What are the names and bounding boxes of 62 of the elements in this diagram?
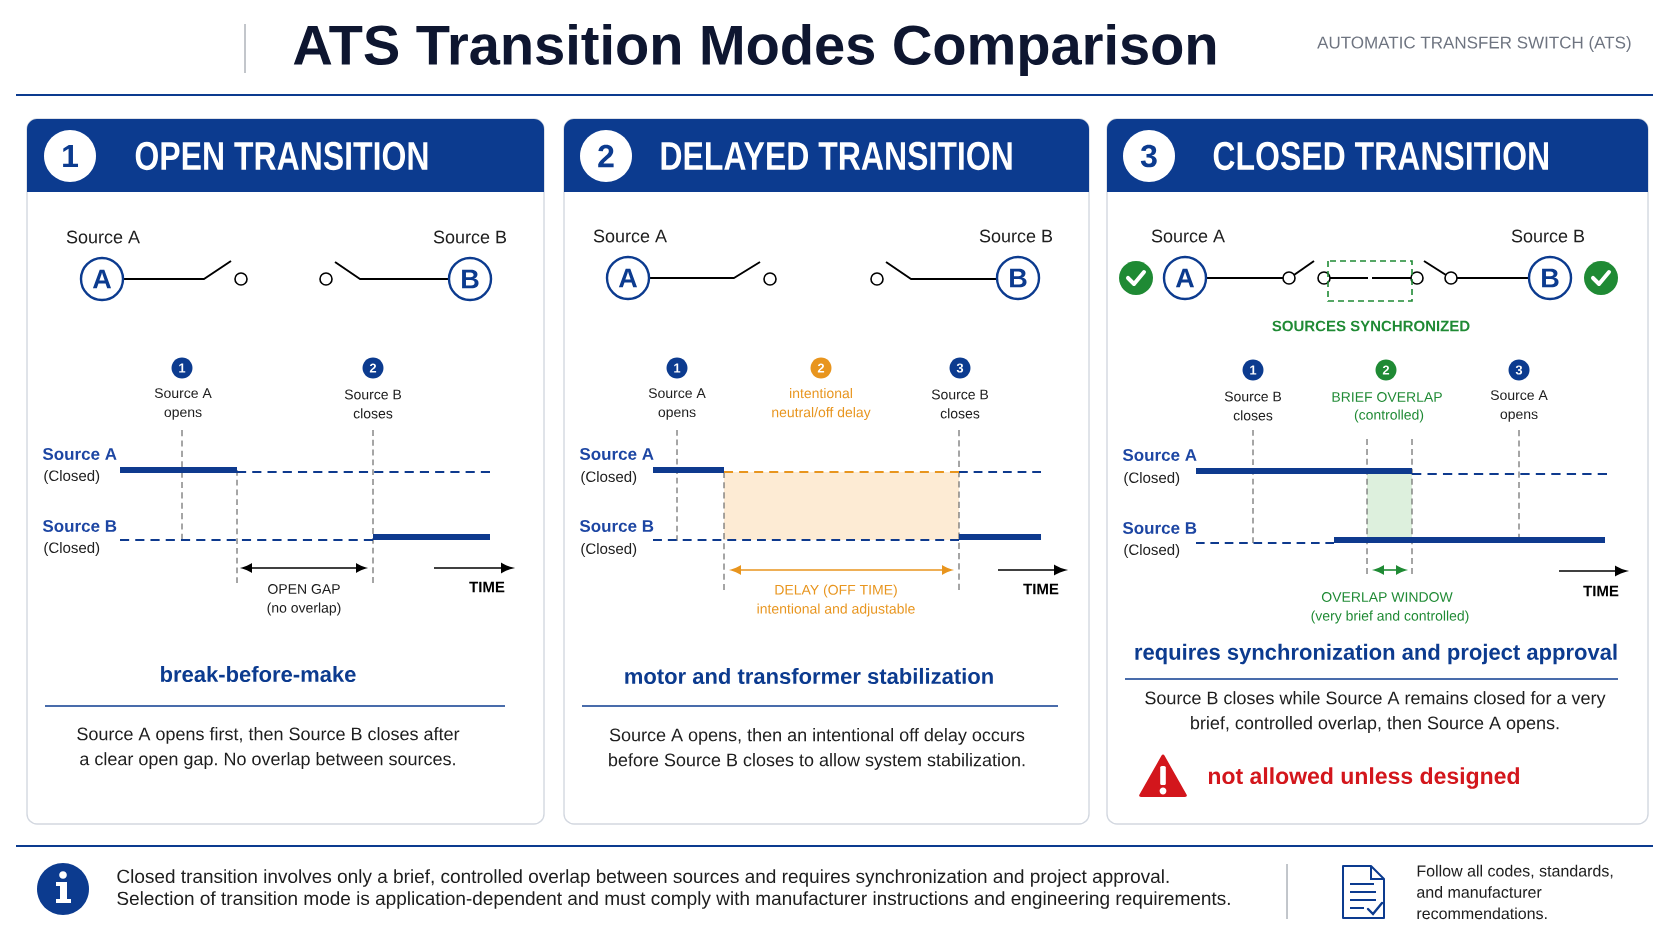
step-badge: 2 [1375,359,1397,381]
subtitle: AUTOMATIC TRANSFER SWITCH (ATS) [1317,36,1631,52]
axis-label: TIME [1583,585,1619,597]
title: ATS Transition Modes Comparison [293,23,1216,77]
dimension-label: OVERLAP WINDOW [1321,592,1453,602]
signal-label: Source A [1122,449,1197,461]
step-badge: 1 [171,357,193,379]
step-badge: 1 [666,357,688,379]
step-caption: Source A opens [648,388,706,420]
step-badge: 2 [810,357,832,379]
step-caption: Source A opens [1490,390,1548,422]
summary-heading: motor and transformer stabilization [625,667,993,685]
summary-heading: requires synchronization and project approval [1135,643,1617,665]
step-caption: intentional neutral/off delay [772,387,871,421]
signal-label: Source A [579,448,654,460]
summary-heading: break-before-make [161,665,356,683]
dimension-label: DELAY (OFF TIME) [775,584,897,598]
state-label: (Closed) [581,543,637,557]
step-badge: 1 [1242,359,1264,381]
step-caption: BRIEF OVERLAP [1332,392,1442,402]
shaded-band [1367,474,1412,540]
note-text: Follow all codes, standards, and manufacturer recommendations. [1417,864,1613,920]
source-label: Source B [979,229,1053,243]
state-label: (Closed) [44,542,100,556]
number-badge: 3 [1123,130,1175,182]
dimension-label: intentional and adjustable [757,603,915,617]
note-text: Selection of transition mode is application-dependent and must comply with manufacturer instructions and engineering requirements. [117,891,1230,909]
warning-text: not allowed unless designed [1208,767,1519,789]
source-label: Source A [66,230,140,244]
signal-label: Source B [1122,522,1197,534]
step-badge: 2 [362,357,384,379]
signal-label: Source A [42,448,117,460]
axis-label: TIME [1023,583,1059,595]
step-badge: 3 [1508,359,1530,381]
source-label: Source A [593,229,667,243]
status-label: SOURCES SYNCHRONIZED [1272,320,1470,332]
state-label: (Closed) [581,471,637,485]
signal-label: Source B [42,520,117,532]
dimension-label: OPEN GAP [268,584,340,594]
source-label: Source B [1511,229,1585,243]
number-badge: 1 [44,130,96,182]
step-caption: Source B closes [931,389,989,419]
state-label: (Closed) [1124,544,1180,558]
note-text: Closed transition involves only a brief, controlled overlap between sources and requires synchronization and project approval. [117,869,1169,887]
shaded-band [724,472,959,540]
number-badge: 2 [580,130,632,182]
source-label: Source A [1151,229,1225,243]
signal-label: Source B [579,520,654,532]
state-label: (Closed) [44,470,100,484]
description-text: Source A opens, then an intentional off delay occurs before Source B closes to allow system stabilization. [609,728,1025,770]
dimension-label: (no overlap) [267,602,341,616]
step-caption: Source A opens [154,388,212,420]
axis-label: TIME [469,581,505,593]
description-text: Source B closes while Source A remains closed for a very brief, controlled overlap, then Source A opens. [1145,691,1606,733]
description-text: Source A opens first, then Source B closes after a clear open gap. No overlap between sources. [77,727,460,769]
step-caption: Source B closes [344,389,402,419]
step-caption: (controlled) [1354,409,1424,423]
dimension-label: (very brief and controlled) [1311,610,1469,624]
step-badge: 3 [949,357,971,379]
source-label: Source B [433,230,507,244]
step-caption: Source B closes [1224,391,1282,421]
state-label: (Closed) [1124,472,1180,486]
